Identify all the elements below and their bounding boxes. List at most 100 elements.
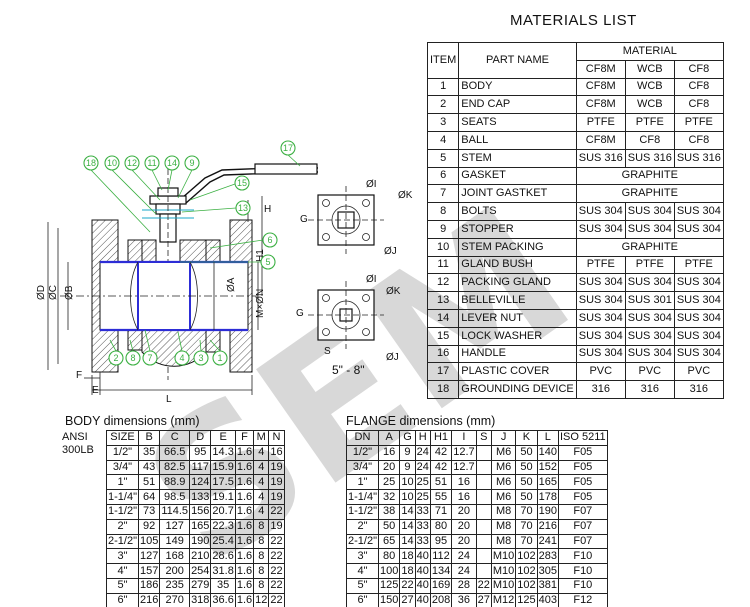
- dim-cell: 20: [451, 533, 477, 550]
- dim-cell: F10: [558, 563, 608, 579]
- material-value: SUS 304: [673, 308, 724, 328]
- dim-cell: 50: [377, 518, 401, 535]
- material-item: 7: [426, 184, 460, 204]
- dim-cell: 50: [515, 444, 538, 461]
- dim-cell: M10: [490, 563, 517, 579]
- dim-cell: 32: [377, 489, 401, 505]
- material-value: SUS 316: [673, 148, 724, 168]
- dim-cell: [475, 563, 492, 579]
- material-value: CF8M: [575, 77, 626, 97]
- dim-cell: 279: [189, 577, 212, 594]
- dim-cell: 5": [106, 577, 139, 594]
- dim-cell: 22: [268, 548, 285, 565]
- dim-cell: 70: [515, 518, 538, 535]
- dim-cell: 133: [189, 489, 212, 505]
- material-value: PVC: [624, 362, 675, 382]
- dim-cell: 28.6: [210, 548, 236, 565]
- label-phi-i-top: ØI: [366, 179, 377, 190]
- callout-10: 10: [107, 158, 117, 168]
- dim-cell: 40: [414, 548, 431, 565]
- dim-cell: M8: [490, 533, 517, 550]
- dim-header: M: [253, 430, 270, 446]
- material-value: SUS 304: [673, 291, 724, 310]
- dim-cell: [475, 474, 492, 491]
- material-item: 2: [426, 95, 460, 115]
- material-value: PTFE: [575, 255, 626, 275]
- dim-cell: 283: [536, 548, 560, 565]
- dim-cell: M6: [490, 444, 517, 461]
- dim-cell: 95: [189, 444, 212, 461]
- dim-cell: F07: [558, 518, 608, 535]
- valve-drawing: H H1 ØA M×ØN ØD ØC ØB F E L 18 10 12 11 …: [36, 140, 413, 405]
- dim-header: A: [377, 430, 401, 446]
- dim-cell: 25: [414, 489, 431, 505]
- dim-cell: 241: [536, 533, 560, 550]
- dim-cell: 235: [159, 577, 191, 594]
- dim-cell: F05: [558, 489, 608, 505]
- material-part-name: STOPPER: [458, 219, 577, 239]
- material-value: CF8M: [575, 130, 626, 150]
- handle: [181, 163, 319, 204]
- materials-title: MATERIALS LIST: [510, 12, 637, 29]
- material-value: PTFE: [673, 255, 724, 275]
- dim-cell: 12: [253, 592, 270, 607]
- material-value: CF8: [624, 130, 675, 150]
- dim-cell: M6: [490, 459, 517, 476]
- material-part-name: PACKING GLAND: [458, 273, 577, 293]
- dim-cell: 14: [399, 503, 416, 520]
- dim-cell: 38: [377, 503, 401, 520]
- dim-cell: 1.6: [234, 533, 255, 550]
- material-value: SUS 304: [624, 344, 675, 364]
- dim-cell: 1-1/4": [106, 489, 139, 505]
- material-item: 14: [426, 308, 460, 328]
- material-value: SUS 304: [575, 326, 626, 346]
- dim-cell: 40: [414, 592, 431, 607]
- dim-cell: 156: [189, 503, 212, 520]
- dim-cell: 190: [536, 503, 560, 520]
- dim-cell: 8: [253, 518, 270, 535]
- dim-cell: 1": [106, 474, 139, 491]
- dim-cell: 4: [253, 489, 270, 505]
- dim-cell: 27: [475, 592, 492, 607]
- label-phi-k-top: ØK: [398, 190, 413, 201]
- dim-cell: F05: [558, 444, 608, 461]
- dim-cell: 114.5: [159, 503, 191, 520]
- dim-cell: 127: [159, 518, 191, 535]
- material-value: GRAPHITE: [575, 166, 724, 186]
- label-h: H: [264, 204, 271, 215]
- dim-cell: 36: [451, 592, 477, 607]
- dim-cell: 2-1/2": [106, 533, 139, 550]
- material-part-name: SEATS: [458, 113, 577, 132]
- material-item: 5: [426, 148, 460, 168]
- material-value: SUS 304: [575, 308, 626, 328]
- dim-cell: 15.9: [210, 459, 236, 476]
- material-value: PTFE: [575, 113, 626, 132]
- material-value: PVC: [575, 362, 626, 382]
- dim-cell: 16: [377, 444, 401, 461]
- material-part-name: HANDLE: [458, 344, 577, 364]
- dim-cell: 43: [137, 459, 161, 476]
- material-part-name: BODY: [458, 77, 577, 97]
- dim-cell: 4: [253, 459, 270, 476]
- dim-cell: 22: [268, 533, 285, 550]
- dim-cell: 25: [414, 474, 431, 491]
- dim-cell: 210: [189, 548, 212, 565]
- material-item: 12: [426, 273, 460, 293]
- dim-cell: 19.1: [210, 489, 236, 505]
- material-part-name: GLAND BUSH: [458, 255, 577, 275]
- callout-12: 12: [127, 158, 137, 168]
- col-grade: CF8M: [575, 59, 626, 79]
- material-value: GRAPHITE: [575, 184, 724, 204]
- dim-cell: 157: [137, 563, 161, 579]
- dim-cell: 1/2": [346, 444, 379, 461]
- dim-cell: 19: [268, 474, 285, 491]
- dim-cell: 5": [346, 577, 379, 594]
- label-phi-k-bottom: ØK: [386, 286, 401, 297]
- ansi-label: ANSI 300LB: [62, 431, 94, 456]
